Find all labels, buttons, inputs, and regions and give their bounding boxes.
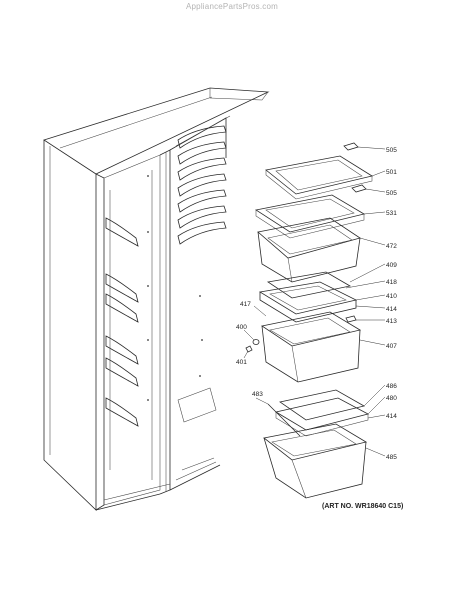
callout-label: 414 — [386, 306, 397, 313]
callout-label: 483 — [252, 391, 263, 398]
callout-label: 486 — [386, 383, 397, 390]
callout-label: 413 — [386, 318, 397, 325]
callout-label: 480 — [386, 395, 397, 402]
art-number: (ART NO. WR18640 C15) — [322, 503, 404, 510]
callout-label: 418 — [386, 279, 397, 286]
refrigerator-cabinet — [43, 87, 270, 511]
callout-label: 400 — [236, 324, 247, 331]
callout-label: 485 — [386, 454, 397, 461]
callout-labels: 505 501 505 531 472 409 418 410 414 413 … — [236, 147, 397, 461]
leader-lines — [243, 146, 386, 457]
callout-label: 409 — [386, 262, 397, 269]
callout-label: 401 — [236, 359, 247, 366]
callout-label: 472 — [386, 243, 397, 250]
callout-label: 505 — [386, 147, 397, 154]
callout-label: 501 — [386, 169, 397, 176]
callout-label: 407 — [386, 343, 397, 350]
callout-label: 414 — [386, 413, 397, 420]
callout-label: 531 — [386, 210, 397, 217]
callout-label: 417 — [240, 301, 251, 308]
exploded-parts — [245, 142, 374, 499]
callout-label: 410 — [386, 293, 397, 300]
upper-wire-shelves — [177, 125, 227, 245]
callout-label: 505 — [386, 190, 397, 197]
watermark: AppliancePartsPros.com — [186, 2, 278, 11]
